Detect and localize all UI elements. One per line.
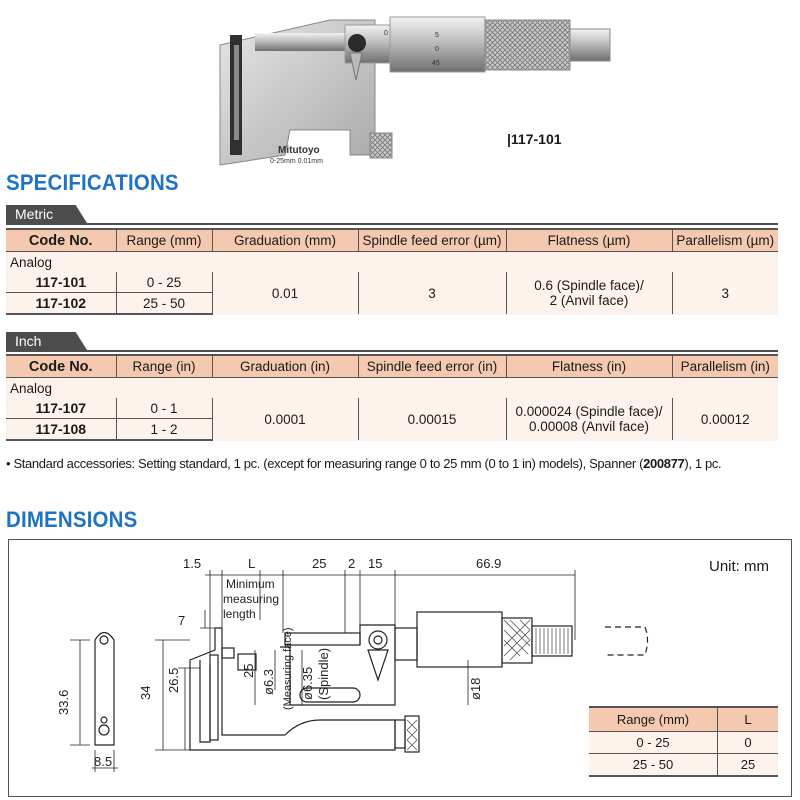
flatness-cell: 0.000024 (Spindle face)/0.00008 (Anvil f… xyxy=(505,398,672,440)
specifications-heading: SPECIFICATIONS xyxy=(6,170,179,195)
measuring-face-text: (Measuring face) xyxy=(282,627,294,710)
col-range: Range (in) xyxy=(115,354,212,378)
dim-2: 2 xyxy=(348,556,355,571)
dim-6-35: ø6.35 xyxy=(300,667,315,700)
thimble-mark: 0 xyxy=(435,46,439,53)
col-parallelism: Parallelism (µm) xyxy=(671,228,778,252)
spindle-text: (Spindle) xyxy=(316,648,331,700)
parallelism-cell: 3 xyxy=(671,272,778,314)
dim-34: 34 xyxy=(138,686,153,700)
code-cell: 117-101 xyxy=(35,274,87,290)
col-parallelism: Parallelism (in) xyxy=(671,354,778,378)
metric-tab: Metric xyxy=(6,205,87,223)
parallelism-cell: 0.00012 xyxy=(671,398,778,440)
col-graduation: Graduation (in) xyxy=(211,354,358,378)
col-code: Code No. xyxy=(6,354,116,378)
range-cell: 0 - 25 xyxy=(636,735,670,750)
col-flatness: Flatness (in) xyxy=(505,354,672,378)
dim-26-5: 26.5 xyxy=(166,668,181,693)
thimble-mark: 5 xyxy=(435,32,439,39)
scale-text: 0-25mm 0.01mm xyxy=(270,158,323,165)
dim-8-5: 8.5 xyxy=(94,754,112,769)
dim-7: 7 xyxy=(178,613,185,628)
dim-25v: 25 xyxy=(241,664,256,678)
range-cell: 0 - 25 xyxy=(115,272,212,293)
model-label: |117-101 xyxy=(507,131,562,147)
range-col-header: Range (mm) xyxy=(589,706,718,732)
col-feed-error: Spindle feed error (in) xyxy=(357,354,506,378)
dim-15: 15 xyxy=(368,556,382,571)
col-graduation: Graduation (mm) xyxy=(211,228,358,252)
l-cell: 25 xyxy=(717,753,778,777)
inch-spec-table: Code No. Range (in) Graduation (in) Spin… xyxy=(6,354,778,441)
range-cell: 25 - 50 xyxy=(115,292,212,315)
feed-error-cell: 3 xyxy=(357,272,506,314)
thimble-mark: 0 xyxy=(384,30,388,37)
flatness-cell: 0.6 (Spindle face)/2 (Anvil face) xyxy=(505,272,672,314)
dimensions-heading: DIMENSIONS xyxy=(6,507,138,532)
thimble-mark: 45 xyxy=(432,60,440,67)
col-code: Code No. xyxy=(6,228,116,252)
code-cell: 117-107 xyxy=(35,400,87,416)
col-feed-error: Spindle feed error (µm) xyxy=(357,228,506,252)
dim-25: 25 xyxy=(312,556,326,571)
inch-line xyxy=(6,350,778,352)
feed-error-cell: 0.00015 xyxy=(357,398,506,440)
dim-18: ø18 xyxy=(468,678,483,700)
accessories-note: • Standard accessories: Setting standard… xyxy=(6,456,722,471)
dim-6-3: ø6.3 xyxy=(261,669,276,695)
inch-tab: Inch xyxy=(6,332,87,350)
range-cell: 1 - 2 xyxy=(115,418,212,441)
range-table: Range (mm) L 0 - 25 0 25 - 50 25 xyxy=(589,706,778,777)
graduation-cell: 0.0001 xyxy=(211,398,358,440)
metric-spec-table: Code No. Range (mm) Graduation (mm) Spin… xyxy=(6,228,778,315)
dim-66-9: 66.9 xyxy=(476,556,501,571)
unit-label: Unit: mm xyxy=(709,558,769,575)
group-label: Analog xyxy=(10,254,53,270)
col-flatness: Flatness (µm) xyxy=(505,228,672,252)
l-cell: 0 xyxy=(717,731,778,754)
dim-1-5: 1.5 xyxy=(183,556,201,571)
range-cell: 0 - 1 xyxy=(115,398,212,419)
code-cell: 117-102 xyxy=(6,292,116,315)
metric-line xyxy=(6,223,778,225)
dim-33-6: 33.6 xyxy=(56,690,71,715)
micrometer-photo: 0 5 0 45 Mitutoyo 0-25mm 0.01mm xyxy=(219,16,611,166)
l-col-header: L xyxy=(717,706,778,732)
col-range: Range (mm) xyxy=(115,228,212,252)
group-label: Analog xyxy=(10,380,53,396)
brand-logo: Mitutoyo xyxy=(278,145,320,156)
min-text-2: measuring xyxy=(223,592,279,606)
range-cell: 25 - 50 xyxy=(589,753,718,777)
min-text-3: length xyxy=(223,607,256,621)
code-cell: 117-108 xyxy=(6,418,116,441)
graduation-cell: 0.01 xyxy=(211,272,358,314)
min-text-1: Minimum xyxy=(226,577,275,591)
dim-L: L xyxy=(248,556,255,571)
